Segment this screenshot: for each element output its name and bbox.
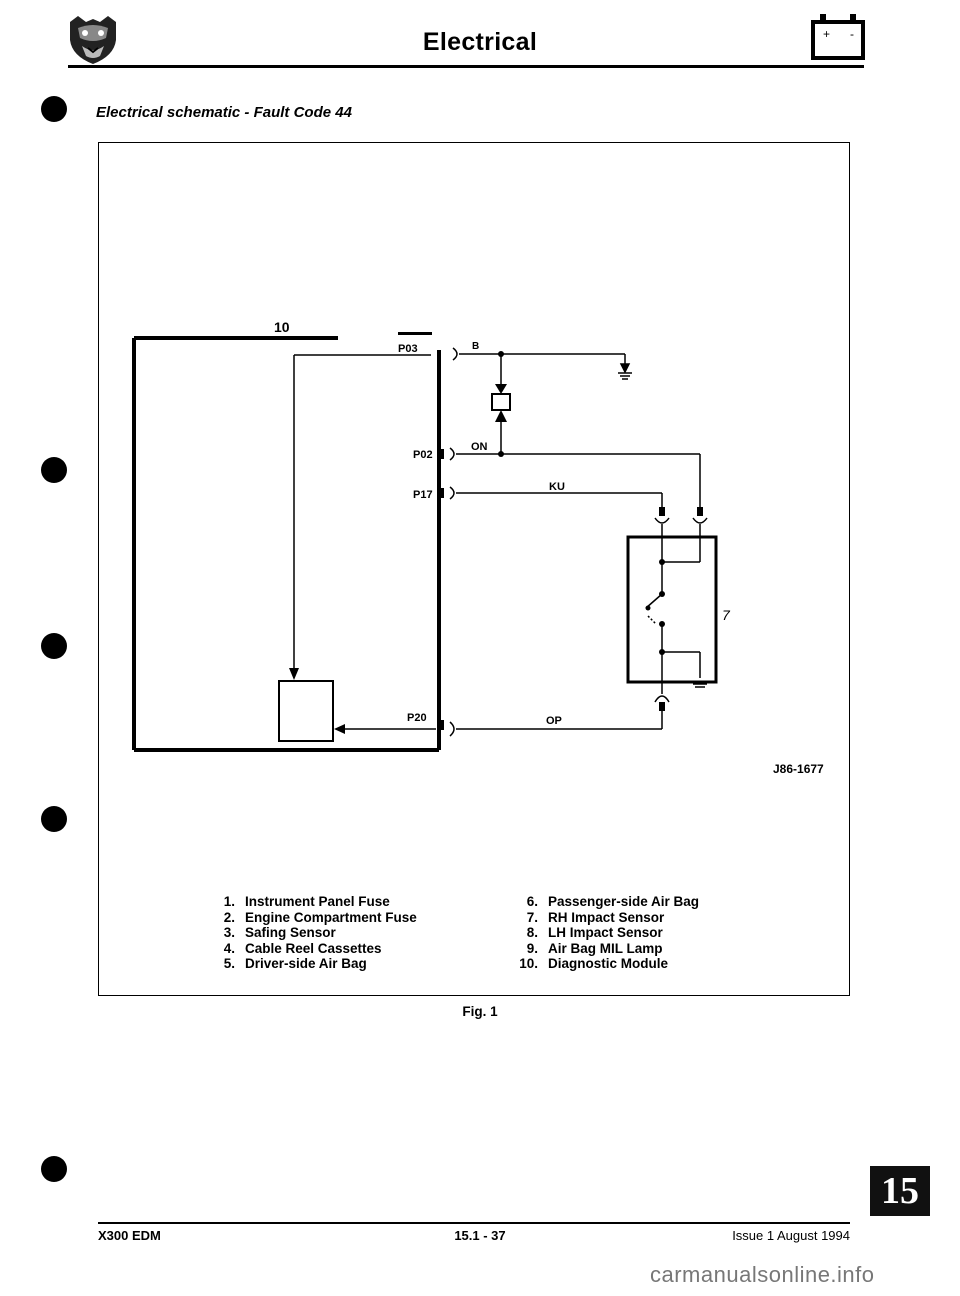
battery-minus-label: - bbox=[850, 27, 854, 41]
arrow-up-icon bbox=[495, 410, 507, 422]
legend-item: 9.Air Bag MIL Lamp bbox=[526, 940, 663, 956]
figure-caption: Fig. 1 bbox=[462, 1004, 498, 1019]
label-10: 10 bbox=[274, 319, 290, 335]
battery-plus-label: + bbox=[823, 27, 830, 41]
punch-hole bbox=[41, 457, 67, 483]
punch-hole bbox=[41, 633, 67, 659]
label-p17: P17 bbox=[413, 489, 433, 501]
footer-left: X300 EDM bbox=[98, 1228, 161, 1243]
footer-issue: Issue 1 August 1994 bbox=[732, 1228, 850, 1243]
wiring-schematic: 10 P03 P02 P17 P20 B ON KU OP 7 bbox=[132, 319, 731, 752]
harness-frame bbox=[132, 336, 441, 752]
on-wire bbox=[456, 453, 701, 507]
punch-hole bbox=[41, 806, 67, 832]
legend-item: 2.Engine Compartment Fuse bbox=[223, 909, 417, 925]
legend-item: 10.Diagnostic Module bbox=[519, 956, 669, 971]
connector-sockets bbox=[449, 347, 458, 737]
ground-icon bbox=[618, 363, 632, 380]
punch-hole bbox=[41, 96, 67, 122]
drawing-number: J86-1677 bbox=[773, 762, 824, 776]
page-header-title: Electrical bbox=[422, 28, 538, 56]
section-tab: 15 bbox=[870, 1166, 930, 1216]
legend-item: 8.LH Impact Sensor bbox=[526, 925, 663, 940]
diagnostic-module-box bbox=[278, 680, 334, 742]
connector-pins bbox=[398, 332, 444, 730]
b-wire bbox=[459, 353, 626, 384]
p03-feed-wire bbox=[293, 354, 431, 670]
label-b: B bbox=[472, 341, 479, 352]
legend-right: 6.Passenger-side Air Bag 7.RH Impact Sen… bbox=[510, 894, 699, 972]
impact-sensor-box bbox=[626, 535, 718, 684]
legend-left: 1.Instrument Panel Fuse 2.Engine Compart… bbox=[207, 894, 417, 972]
header-rule bbox=[68, 65, 864, 68]
sensor-ground-icon bbox=[693, 683, 707, 688]
sensor-terminals bbox=[659, 507, 703, 516]
footer-rule bbox=[98, 1222, 850, 1224]
op-wire bbox=[456, 711, 663, 730]
legend-item: 1.Instrument Panel Fuse bbox=[223, 894, 390, 909]
schematic-subtitle: Electrical schematic - Fault Code 44 bbox=[96, 104, 352, 121]
label-7: 7 bbox=[722, 607, 731, 623]
jaguar-logo-icon bbox=[64, 14, 122, 66]
footer-page-number: 15.1 - 37 bbox=[454, 1228, 506, 1243]
label-p02: P02 bbox=[413, 449, 433, 461]
legend-item: 3.Safing Sensor bbox=[223, 925, 336, 940]
punch-hole bbox=[41, 1156, 67, 1182]
arrow-down-icon bbox=[495, 384, 507, 394]
label-op: OP bbox=[546, 715, 562, 727]
label-p20: P20 bbox=[407, 712, 427, 724]
label-p03: P03 bbox=[398, 343, 418, 355]
battery-icon: + - bbox=[810, 14, 866, 60]
label-ku: KU bbox=[549, 481, 565, 493]
sensor-internal-wiring bbox=[645, 542, 701, 682]
arrow-head bbox=[289, 668, 299, 680]
ku-wire bbox=[456, 492, 663, 507]
mil-lamp-box bbox=[491, 393, 511, 411]
figure-frame bbox=[98, 142, 850, 996]
legend-item: 5.Driver-side Air Bag bbox=[223, 956, 367, 971]
watermark: carmanualsonline.info bbox=[650, 1262, 875, 1287]
legend-item: 6.Passenger-side Air Bag bbox=[526, 894, 700, 909]
legend-item: 4.Cable Reel Cassettes bbox=[223, 940, 382, 956]
legend-item: 7.RH Impact Sensor bbox=[526, 909, 665, 925]
label-on: ON bbox=[471, 441, 488, 453]
